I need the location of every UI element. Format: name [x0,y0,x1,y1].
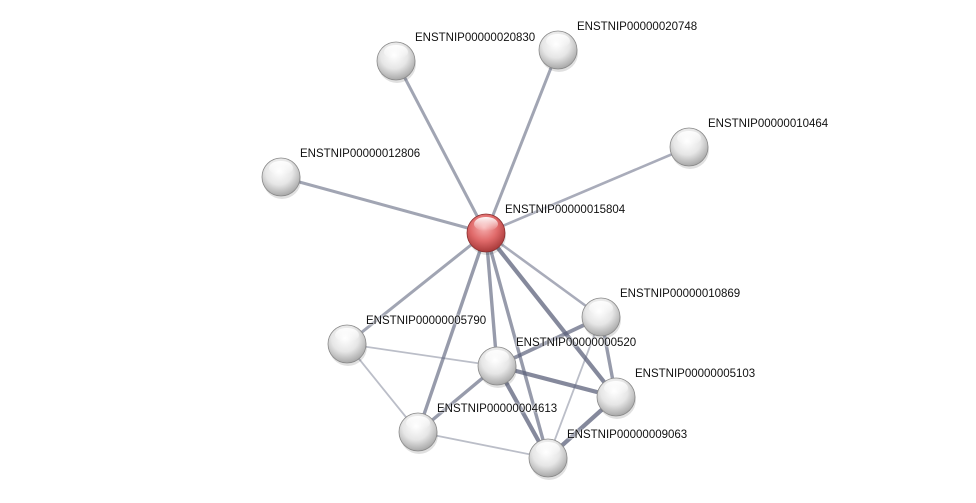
node[interactable] [538,30,578,72]
node[interactable] [669,127,709,169]
edge-ENSTNIP00000015804-ENSTNIP00000005103[interactable] [484,231,618,399]
query-node[interactable] [466,213,506,255]
edge-ENSTNIP00000015804-ENSTNIP00000012806[interactable] [280,175,487,235]
node-label: ENSTNIP00000005103 [635,368,756,380]
node[interactable] [477,346,517,388]
edge-ENSTNIP00000015804-ENSTNIP00000010464[interactable] [485,145,690,235]
node-label: ENSTNIP00000005790 [366,315,487,327]
edge-ENSTNIP00000015804-ENSTNIP00000004613[interactable] [416,232,488,433]
node[interactable] [398,412,438,454]
node-label: ENSTNIP00000009063 [567,429,688,441]
node[interactable] [528,438,568,480]
node-label: ENSTNIP00000020748 [577,21,698,33]
node-label: ENSTNIP00000004613 [437,403,558,415]
edge-ENSTNIP00000005790-ENSTNIP00000000520[interactable] [346,343,498,367]
node-label: ENSTNIP00000012806 [300,148,421,160]
node[interactable] [581,297,621,339]
edge-ENSTNIP00000015804-ENSTNIP00000005790[interactable] [346,231,487,346]
edge-ENSTNIP00000004613-ENSTNIP00000009063[interactable] [417,431,549,459]
node-label: ENSTNIP00000000520 [516,337,637,349]
node[interactable] [596,377,636,419]
edge-ENSTNIP00000015804-ENSTNIP00000009063[interactable] [484,232,550,459]
edge-ENSTNIP00000015804-ENSTNIP00000010869[interactable] [485,231,602,319]
edge-ENSTNIP00000015804-ENSTNIP00000000520[interactable] [484,232,499,367]
edge-ENSTNIP00000015804-ENSTNIP00000020830[interactable] [394,60,488,234]
node[interactable] [376,41,416,83]
node-label: ENSTNIP00000010869 [620,288,741,300]
node-label: ENSTNIP00000020830 [415,32,536,44]
node[interactable] [327,324,367,366]
edge-ENSTNIP00000000520-ENSTNIP00000005103[interactable] [496,363,617,400]
node[interactable] [261,157,301,199]
node-label: ENSTNIP00000010464 [708,118,829,130]
node-label: ENSTNIP00000015804 [505,204,626,216]
edge-ENSTNIP00000015804-ENSTNIP00000020748[interactable] [484,49,560,234]
